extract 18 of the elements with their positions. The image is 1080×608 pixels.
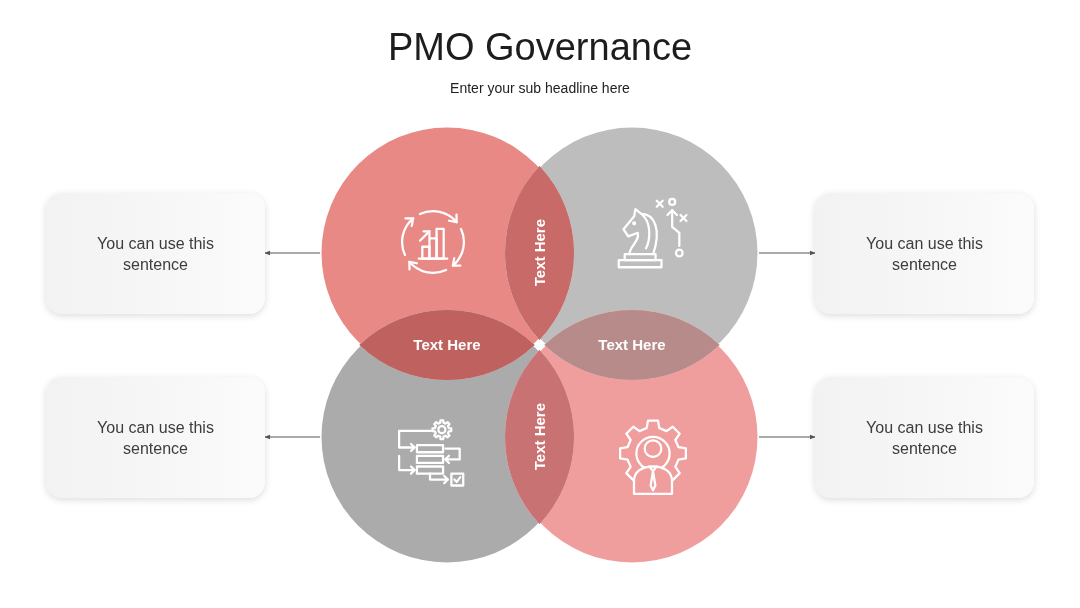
- lens-label: Text Here: [530, 219, 549, 287]
- lens-label: Text Here: [530, 403, 549, 471]
- card-text: You can use this sentence: [96, 233, 215, 275]
- text-card: [46, 193, 265, 314]
- arrow: [264, 250, 321, 256]
- text-card: [46, 377, 265, 498]
- arrow: [758, 250, 816, 256]
- text-card: [815, 377, 1034, 498]
- card-text: You can use this sentence: [96, 417, 215, 459]
- arrow: [264, 434, 321, 440]
- lens-label: Text Here: [598, 336, 666, 354]
- text-card: [815, 193, 1034, 314]
- card-text: You can use this sentence: [865, 233, 984, 275]
- arrow: [758, 434, 816, 440]
- subtitle: Enter your sub headline here: [450, 79, 630, 98]
- card-text: You can use this sentence: [865, 417, 984, 459]
- title: PMO Governance: [387, 25, 693, 69]
- lens-label: Text Here: [413, 336, 481, 354]
